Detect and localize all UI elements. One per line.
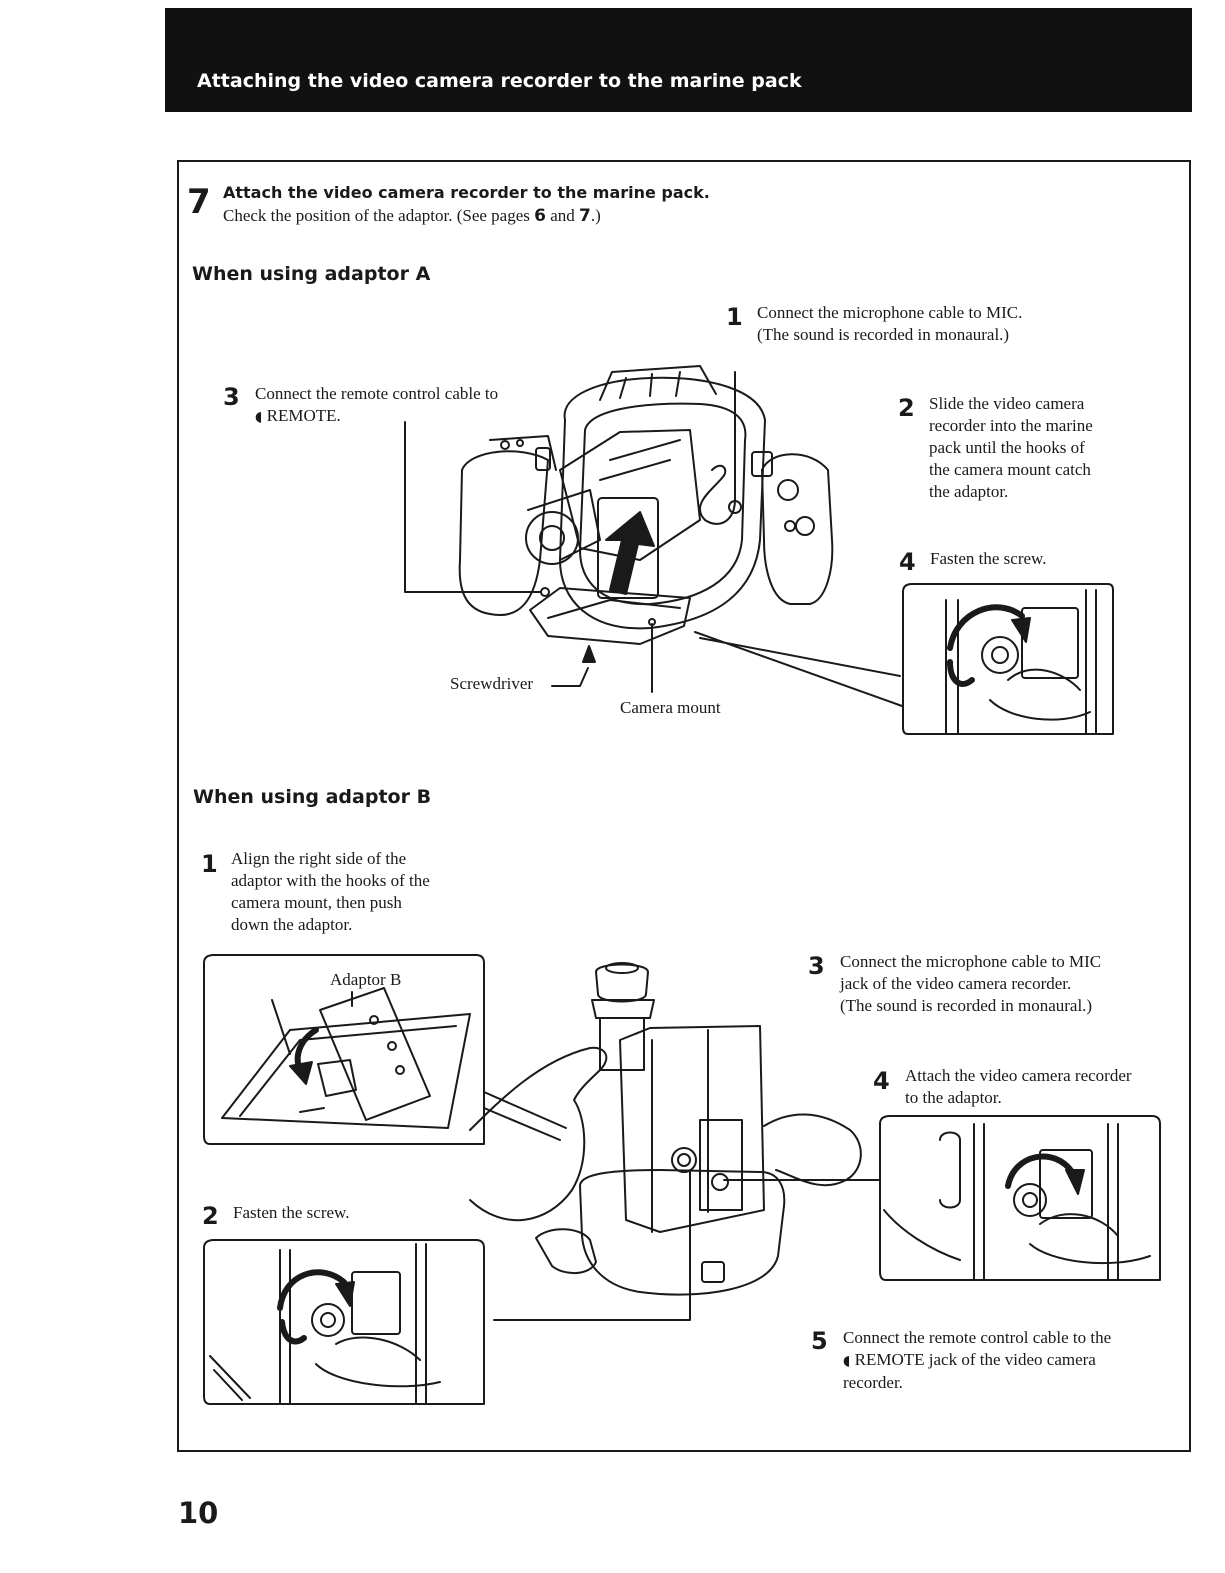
b-step-5-line1: Connect the remote control cable to the (843, 1328, 1112, 1347)
a-step-2-line: pack until the hooks of (929, 438, 1085, 457)
b-step-1-line: adaptor with the hooks of the (231, 871, 430, 890)
a-step-1-line1: Connect the microphone cable to MIC. (757, 303, 1023, 322)
page-number: 10 (178, 1496, 219, 1530)
b-step-1-line: down the adaptor. (231, 915, 353, 934)
content-frame (177, 160, 1191, 1452)
b-step-2-text: Fasten the screw. (233, 1203, 350, 1222)
heading-adaptor-a: When using adaptor A (192, 263, 431, 285)
inset-fasten-screw-b (203, 1239, 485, 1405)
marine-pack-illustration-b (469, 962, 881, 1321)
step-7-note: Check the position of the adaptor. (See … (223, 205, 601, 227)
b-step-4-line: to the adaptor. (905, 1088, 1002, 1107)
page-ref-7: 7 (579, 206, 591, 226)
b-step-1-number: 1 (201, 850, 218, 878)
marine-pack-illustration-a (404, 365, 903, 707)
step-7-number: 7 (187, 182, 211, 222)
b-step-5-number: 5 (811, 1327, 828, 1355)
b-step-3-line: (The sound is recorded in monaural.) (840, 996, 1093, 1015)
b-step-3-line: Connect the microphone cable to MIC (840, 952, 1102, 971)
label-adaptor-b: Adaptor B (330, 970, 402, 989)
b-step-3-text: Connect the microphone cable to MIC jack… (840, 951, 1101, 1017)
a-step-4-number: 4 (899, 548, 916, 576)
b-step-5-line3: recorder. (843, 1373, 903, 1392)
b-step-3-number: 3 (808, 952, 825, 980)
b-step-1-text: Align the right side of the adaptor with… (231, 848, 430, 936)
a-step-2-number: 2 (898, 394, 915, 422)
label-screwdriver: Screwdriver (450, 674, 534, 693)
a-step-2-line: recorder into the marine (929, 416, 1093, 435)
note-suffix: .) (590, 206, 601, 225)
remote-jack-icon: ◖ (255, 409, 263, 425)
note-prefix: Check the position of the adaptor. (See … (223, 206, 535, 225)
a-step-3-text: Connect the remote control cable to ◖ RE… (255, 383, 498, 428)
a-step-1-line2: (The sound is recorded in monaural.) (757, 325, 1010, 344)
a-step-3-line1: Connect the remote control cable to (255, 384, 499, 403)
a-step-2-line: the adaptor. (929, 482, 1009, 501)
a-step-1-number: 1 (726, 303, 743, 331)
b-step-4-line: Attach the video camera recorder (905, 1066, 1132, 1085)
inset-attach-camera-b (879, 1115, 1161, 1281)
page-ref-6: 6 (534, 206, 546, 226)
b-step-4-number: 4 (873, 1067, 890, 1095)
note-and: and (545, 206, 580, 225)
a-step-2-line: Slide the video camera (929, 394, 1085, 413)
b-step-1-line: camera mount, then push (231, 893, 402, 912)
a-step-2-text: Slide the video camera recorder into the… (929, 393, 1093, 503)
remote-jack-icon: ◖ (843, 1353, 851, 1369)
a-step-3-number: 3 (223, 383, 240, 411)
b-step-5-text: Connect the remote control cable to the … (843, 1327, 1111, 1394)
b-step-5-line2: REMOTE jack of the video camera (854, 1350, 1096, 1369)
step-7-title: Attach the video camera recorder to the … (223, 183, 710, 202)
heading-adaptor-b: When using adaptor B (193, 786, 432, 808)
inset-fasten-screw-a (902, 583, 1114, 735)
a-step-3-line2: REMOTE. (266, 406, 341, 425)
a-step-4-text: Fasten the screw. (930, 549, 1047, 568)
a-step-1-text: Connect the microphone cable to MIC. (Th… (757, 302, 1022, 346)
b-step-3-line: jack of the video camera recorder. (840, 974, 1072, 993)
header-bar (165, 8, 1192, 112)
page-title: Attaching the video camera recorder to t… (197, 70, 802, 92)
a-step-2-line: the camera mount catch (929, 460, 1091, 479)
label-camera-mount: Camera mount (620, 698, 721, 717)
b-step-4-text: Attach the video camera recorder to the … (905, 1065, 1132, 1109)
b-step-1-line: Align the right side of the (231, 849, 407, 868)
b-step-2-number: 2 (202, 1202, 219, 1230)
inset-adaptor-b (203, 954, 485, 1145)
